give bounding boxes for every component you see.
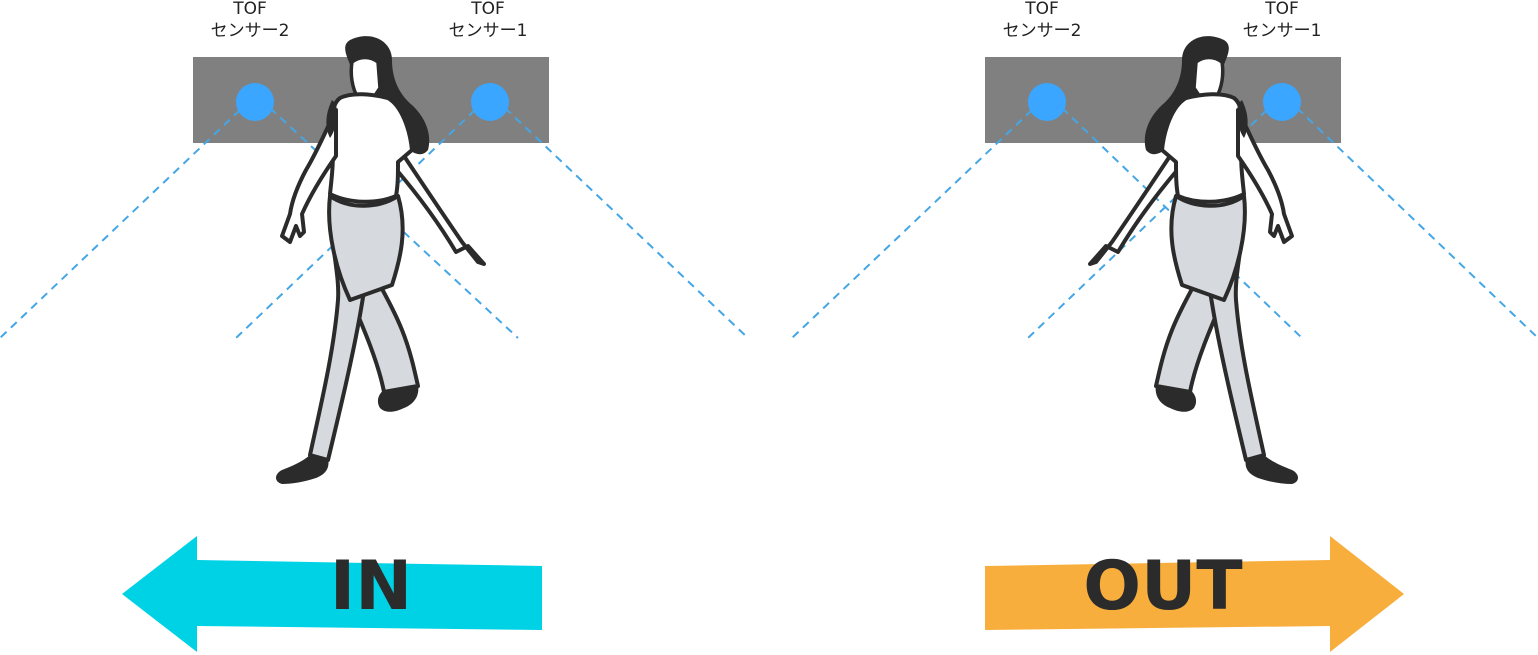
sensor-1-label-in: TOF センサー1 (448, 0, 528, 41)
in-arrow-label: IN (330, 547, 412, 626)
out-arrow (985, 536, 1404, 652)
in-panel: IN (0, 34, 749, 652)
sensor-2-label-out: TOF センサー2 (1002, 0, 1082, 41)
sensor-1-label-out: TOF センサー1 (1242, 0, 1322, 41)
out-panel: OUT (791, 34, 1538, 652)
sensor-2-dot (236, 83, 274, 121)
sensor-1-dot (471, 83, 509, 121)
in-arrow (122, 536, 542, 652)
sensor-2-label-in: TOF センサー2 (210, 0, 290, 41)
out-arrow-label: OUT (1083, 547, 1243, 626)
sensor-1-dot (1263, 83, 1301, 121)
sensor-2-dot (1028, 83, 1066, 121)
